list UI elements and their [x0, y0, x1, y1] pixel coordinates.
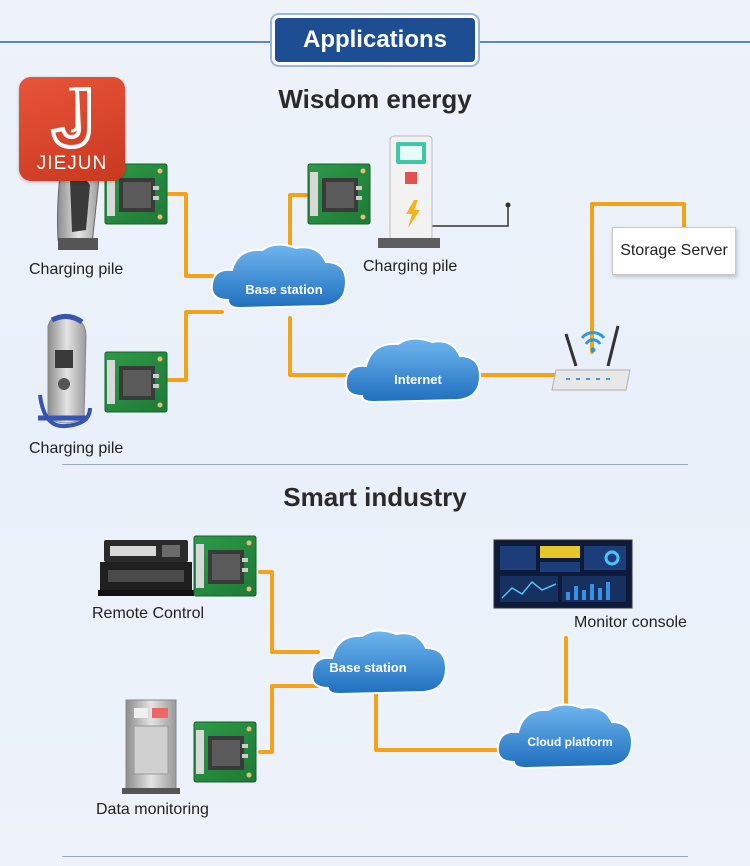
jiejun-logo: JIEJUN	[19, 77, 125, 181]
monitor-console-icon	[493, 539, 633, 609]
logo-text: JIEJUN	[36, 153, 108, 174]
wifi-router-icon	[551, 325, 631, 391]
remote-control-machine-icon	[98, 540, 194, 596]
caption-charging-pile-3: Charging pile	[363, 258, 458, 275]
connector-lines-industry	[258, 570, 568, 754]
caption-charging-pile-1: Charging pile	[29, 261, 124, 278]
cloud-internet	[344, 337, 482, 404]
charging-pile-3-icon	[378, 135, 440, 248]
charging-pile-2-icon	[38, 314, 92, 429]
section-title-wisdom-energy: Wisdom energy	[278, 84, 472, 114]
cloud-base-station-wisdom	[210, 243, 348, 310]
cloud-label-base-station-industry: Base station	[329, 660, 406, 675]
charging-pile-1-icon	[57, 159, 101, 250]
cloud-cloud-platform	[496, 703, 634, 770]
caption-charging-pile-2: Charging pile	[29, 440, 124, 457]
connector-lines-wisdom	[166, 192, 686, 382]
charger-cable	[432, 206, 509, 227]
section-divider	[62, 856, 688, 857]
section-title-smart-industry: Smart industry	[283, 482, 467, 512]
cloud-label-cloud-platform: Cloud platform	[527, 735, 612, 749]
section-divider	[62, 464, 688, 465]
data-monitoring-cabinet-icon	[122, 699, 180, 794]
caption-data-monitoring: Data monitoring	[96, 801, 209, 818]
page-title: Applications	[275, 18, 475, 62]
cloud-label-internet: Internet	[394, 372, 442, 387]
storage-server-box: Storage Server	[612, 227, 736, 275]
caption-monitor-console: Monitor console	[574, 614, 687, 631]
logo-j-mark-icon	[50, 87, 91, 150]
cloud-label-base-station-wisdom: Base station	[245, 282, 322, 297]
cloud-base-station-industry	[310, 629, 448, 696]
caption-remote-control: Remote Control	[92, 605, 205, 622]
